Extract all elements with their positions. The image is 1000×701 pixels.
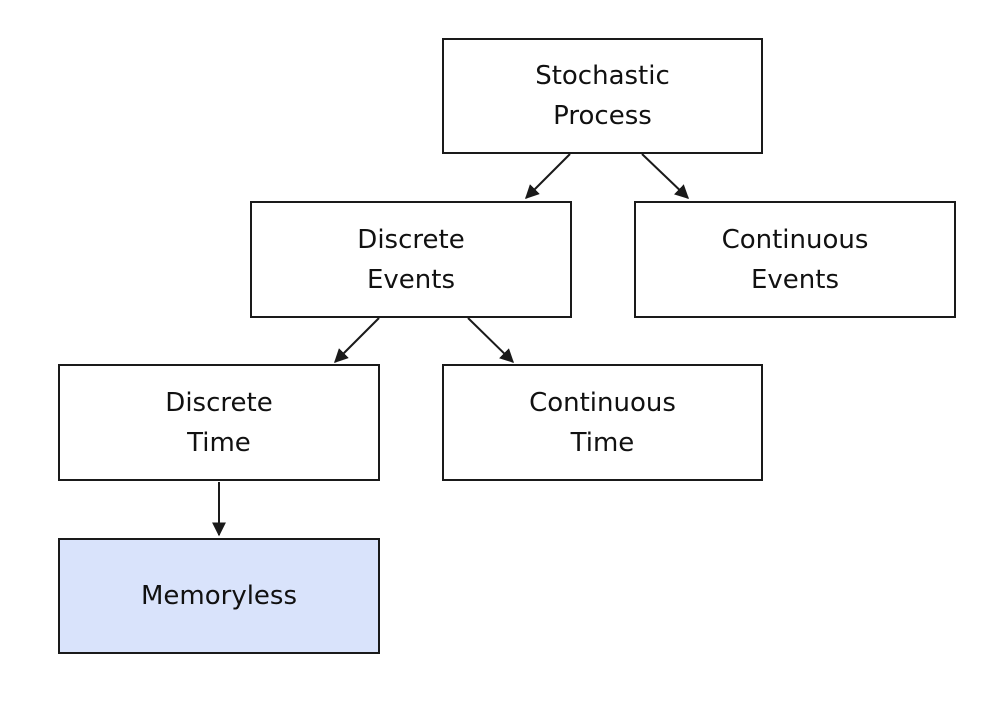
node-continuous-time: Continuous Time xyxy=(442,364,763,481)
node-discrete-events: Discrete Events xyxy=(250,201,572,318)
node-discrete-time-line2: Time xyxy=(187,427,251,458)
node-discrete-events-line2: Events xyxy=(366,264,456,295)
node-discrete-events-line1: Discrete xyxy=(357,224,465,255)
edge-discrete-events-to-discrete-time xyxy=(334,317,380,363)
edge-discrete-events-to-continuous-time xyxy=(467,317,515,363)
edge-stochastic-to-continuous-events xyxy=(641,153,690,199)
node-discrete-time: Discrete Time xyxy=(58,364,380,481)
node-stochastic-process-line1: Stochastic xyxy=(535,61,670,91)
node-continuous-events-line1: Continuous xyxy=(721,224,869,255)
node-continuous-events: Continuous Events xyxy=(634,201,956,318)
node-stochastic-process: Stochastic Process xyxy=(442,38,763,154)
node-discrete-time-line1: Discrete xyxy=(165,387,273,418)
node-stochastic-process-line2: Process xyxy=(553,101,652,131)
node-memoryless: Memoryless xyxy=(58,538,380,654)
node-continuous-time-line1: Continuous xyxy=(529,387,676,418)
node-continuous-time-line2: Time xyxy=(570,427,635,458)
edge-stochastic-to-discrete-events xyxy=(525,153,571,199)
node-continuous-events-line2: Events xyxy=(750,264,840,295)
node-memoryless-label: Memoryless xyxy=(140,581,298,611)
